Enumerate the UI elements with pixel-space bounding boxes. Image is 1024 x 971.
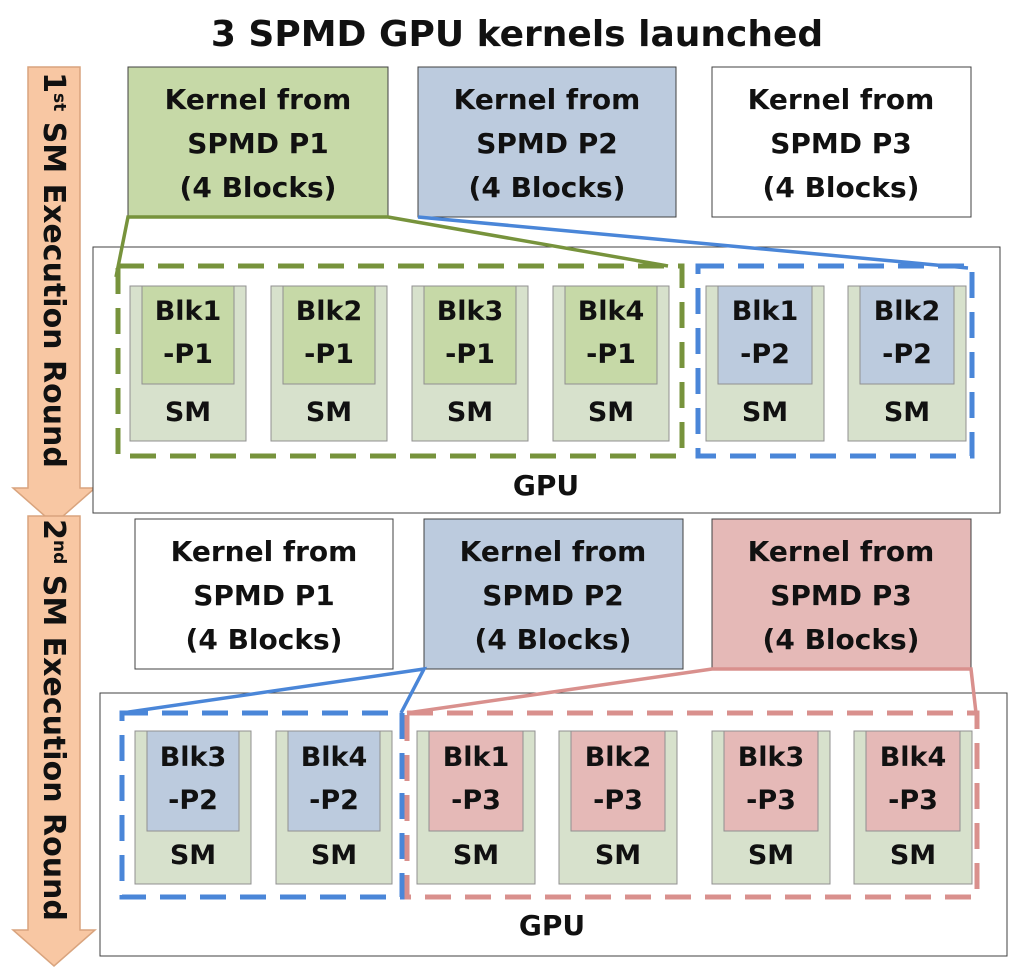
round2-sm-4: Blk2 -P3 SM [558, 730, 678, 885]
blk-label: -P1 [445, 339, 495, 370]
round1-kernel-p2: Kernel from SPMD P2 (4 Blocks) [417, 66, 677, 218]
round1-p2-connector [417, 215, 969, 270]
round2-sm-1: Blk3 -P2 SM [134, 730, 252, 885]
kernel-line: Kernel from [454, 83, 641, 116]
kernel-line: (4 Blocks) [469, 171, 626, 204]
kernel-line: Kernel from [165, 83, 352, 116]
sm-label: SM [453, 840, 499, 871]
round2-kernel-p3: Kernel from SPMD P3 (4 Blocks) [711, 518, 972, 670]
blk-label: -P1 [163, 339, 213, 370]
blk-label: Blk4 [578, 296, 645, 327]
round1-sm-4: Blk4 -P1 SM [552, 285, 670, 442]
round1-sm-6: Blk2 -P2 SM [847, 285, 967, 442]
round1-p1-connector [114, 215, 669, 278]
round2-sm-2: Blk4 -P2 SM [275, 730, 393, 885]
round2-p2-group [119, 710, 405, 900]
kernel-line: Kernel from [748, 535, 935, 568]
diagram-title: 3 SPMD GPU kernels launched [211, 14, 823, 55]
kernel-line: (4 Blocks) [475, 623, 632, 656]
blk-label: Blk2 [874, 296, 941, 327]
round2-arrow [11, 515, 97, 967]
blk-label: Blk3 [160, 742, 227, 773]
kernel-line: Kernel from [460, 535, 647, 568]
round1-sm-2: Blk2 -P1 SM [270, 285, 388, 442]
round1-kernel-p3: Kernel from SPMD P3 (4 Blocks) [711, 66, 972, 218]
round1-label-group: 1st SM Execution Round [36, 72, 71, 468]
sm-label: SM [884, 397, 930, 428]
round2-kernel-p2: Kernel from SPMD P2 (4 Blocks) [423, 518, 684, 670]
round2-sm-3: Blk1 -P3 SM [416, 730, 536, 885]
blk-label: Blk4 [880, 742, 947, 773]
round2-p3-group [404, 710, 980, 900]
blk-label: Blk2 [296, 296, 363, 327]
sm-label: SM [311, 840, 357, 871]
round1-sm-3: Blk3 -P1 SM [411, 285, 529, 442]
blk-label: Blk2 [585, 742, 652, 773]
kernel-line: Kernel from [748, 83, 935, 116]
round1-p2-group [695, 263, 975, 459]
round2-label: 2nd SM Execution Round [36, 519, 71, 921]
kernel-line: (4 Blocks) [763, 171, 920, 204]
blk-label: -P3 [888, 785, 938, 816]
round1-arrow [11, 66, 97, 525]
kernel-line: SPMD P3 [770, 579, 912, 612]
blk-label: -P2 [882, 339, 932, 370]
blk-label: Blk4 [301, 742, 368, 773]
sm-label: SM [742, 397, 788, 428]
round1-sm-1: Blk1 -P1 SM [129, 285, 247, 442]
blk-label: -P3 [451, 785, 501, 816]
round1-gpu-label: GPU [513, 469, 579, 502]
kernel-line: (4 Blocks) [763, 623, 920, 656]
sm-label: SM [306, 397, 352, 428]
sm-label: SM [447, 397, 493, 428]
blk-label: Blk1 [155, 296, 222, 327]
blk-label: Blk3 [738, 742, 805, 773]
blk-label: -P2 [168, 785, 218, 816]
kernel-line: Kernel from [171, 535, 358, 568]
round1-kernel-p1: Kernel from SPMD P1 (4 Blocks) [127, 66, 389, 218]
round2-label-group: 2nd SM Execution Round [36, 519, 71, 921]
round2-sm-6: Blk4 -P3 SM [853, 730, 973, 885]
round2-p2-connector [121, 666, 428, 715]
blk-label: Blk1 [732, 296, 799, 327]
sm-label: SM [595, 840, 641, 871]
sm-label: SM [890, 840, 936, 871]
round1-p1-group [115, 263, 685, 459]
round1-sm-5: Blk1 -P2 SM [705, 285, 825, 442]
kernel-line: SPMD P1 [193, 579, 335, 612]
round2-kernel-p1: Kernel from SPMD P1 (4 Blocks) [134, 518, 394, 670]
blk-label: Blk3 [437, 296, 504, 327]
round1-label: 1st SM Execution Round [36, 72, 71, 468]
sm-label: SM [165, 397, 211, 428]
blk-label: -P1 [304, 339, 354, 370]
round2-sm-5: Blk3 -P3 SM [711, 730, 831, 885]
kernel-line: SPMD P1 [187, 127, 329, 160]
kernel-line: SPMD P3 [770, 127, 912, 160]
blk-label: -P1 [586, 339, 636, 370]
blk-label: -P3 [593, 785, 643, 816]
kernel-line: SPMD P2 [476, 127, 618, 160]
blk-label: -P3 [746, 785, 796, 816]
kernel-line: (4 Blocks) [186, 623, 343, 656]
blk-label: Blk1 [443, 742, 510, 773]
sm-label: SM [170, 840, 216, 871]
round2-p3-connector [406, 667, 978, 715]
kernel-line: (4 Blocks) [180, 171, 337, 204]
blk-label: -P2 [309, 785, 359, 816]
sm-label: SM [748, 840, 794, 871]
blk-label: -P2 [740, 339, 790, 370]
kernel-line: SPMD P2 [482, 579, 624, 612]
round2-gpu-label: GPU [519, 909, 585, 942]
sm-label: SM [588, 397, 634, 428]
